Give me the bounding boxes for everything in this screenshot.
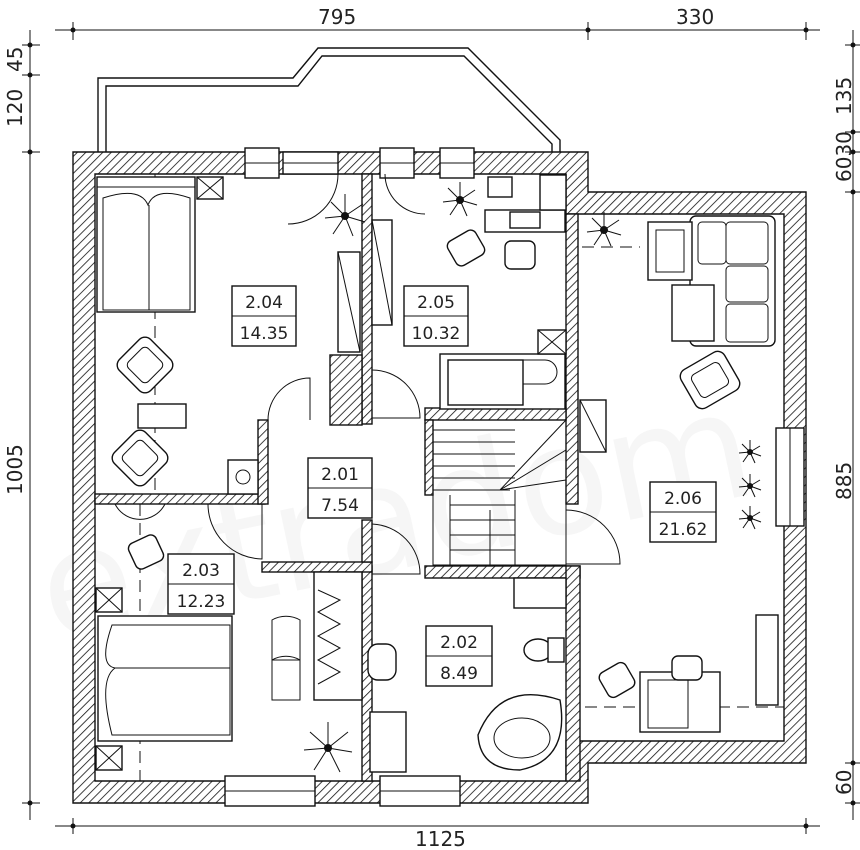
- room-area: 8.49: [440, 664, 478, 684]
- plant-icons: [303, 182, 762, 773]
- dim-bottom: 1125: [415, 827, 466, 850]
- dim-top-left: 795: [318, 5, 356, 29]
- dim-left-total: 1005: [3, 444, 27, 495]
- windows: [224, 147, 805, 807]
- room-label-2-02: 2.02 8.49: [425, 625, 493, 687]
- room-label-2-04: 2.04 14.35: [231, 285, 297, 347]
- dim-right-6030: 6030: [832, 131, 856, 182]
- room-area: 14.35: [240, 324, 289, 344]
- staircase: [432, 353, 567, 566]
- room-area: 12.23: [177, 592, 226, 612]
- dim-right-885: 885: [832, 462, 856, 500]
- room-number: 2.03: [182, 561, 220, 581]
- dim-left-45: 45: [3, 47, 27, 72]
- dimension-lines: [22, 22, 860, 834]
- room-area: 7.54: [321, 496, 359, 516]
- room-area: 10.32: [412, 324, 461, 344]
- room-area: 21.62: [659, 520, 708, 540]
- balcony-railing: [97, 47, 561, 152]
- dim-left-120: 120: [3, 89, 27, 127]
- room-number: 2.05: [417, 293, 455, 313]
- room-label-2-05: 2.05 10.32: [403, 285, 469, 347]
- dim-top-right: 330: [676, 5, 714, 29]
- room-number: 2.02: [440, 633, 478, 653]
- room-label-2-01: 2.01 7.54: [307, 457, 373, 519]
- furniture: [95, 174, 776, 773]
- dim-right-60: 60: [832, 770, 856, 795]
- room-label-2-06: 2.06 21.62: [649, 481, 717, 543]
- room-number: 2.04: [245, 293, 283, 313]
- room-number: 2.06: [664, 489, 702, 509]
- door-swings: [114, 173, 621, 575]
- room-label-2-03: 2.03 12.23: [167, 553, 235, 615]
- room-number: 2.01: [321, 465, 359, 485]
- dim-right-135: 135: [832, 77, 856, 115]
